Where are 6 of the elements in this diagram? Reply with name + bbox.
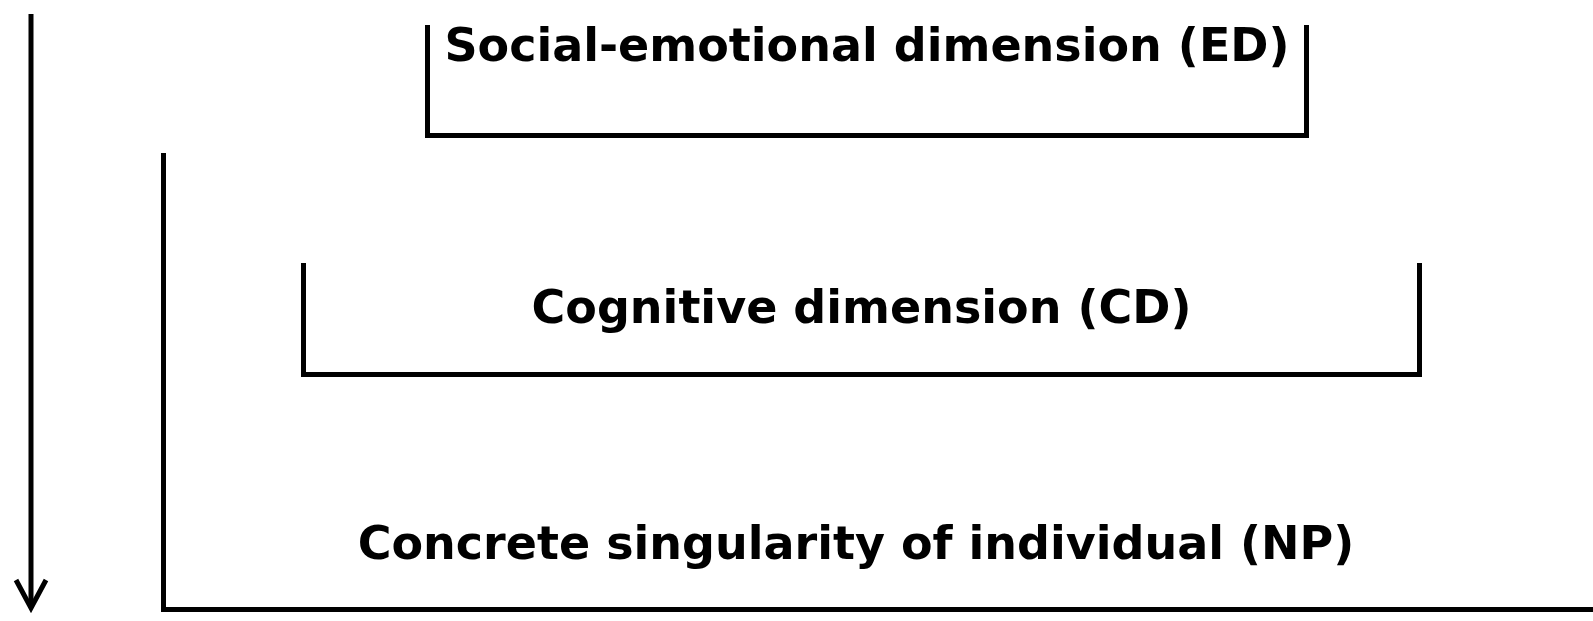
bracket-frame [425,25,1309,138]
dimension-label: Social-emotional dimension (ED) [443,17,1291,74]
dimension-label: Cognitive dimension (CD) [530,279,1193,336]
dimension-label: Concrete singularity of individual (NP) [356,515,1356,572]
bracket-frame [301,263,1422,377]
bracket-frame [161,153,1593,612]
